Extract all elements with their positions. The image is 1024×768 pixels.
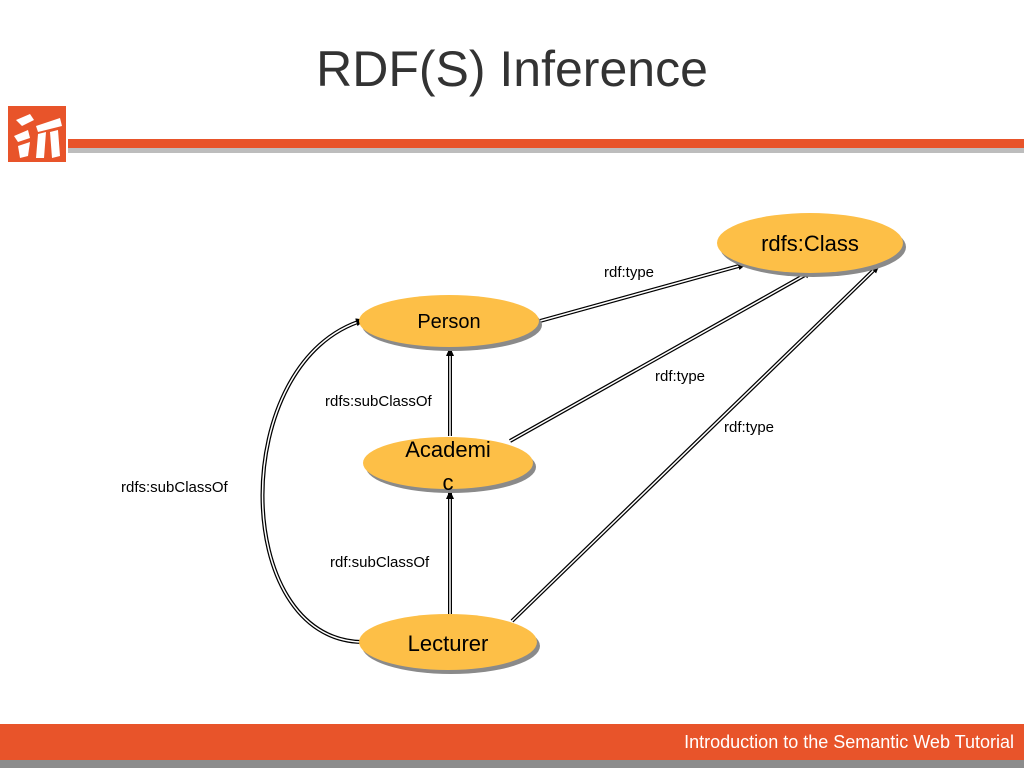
slide-title: RDF(S) Inference — [316, 41, 708, 97]
node-label-rdfs-class: rdfs:Class — [761, 231, 859, 256]
logo-icon — [8, 106, 66, 162]
header-rule-gray — [68, 148, 1024, 153]
edge-lecturer-subclass-person — [260, 318, 365, 644]
node-academic: Academi c — [363, 437, 536, 495]
edge-label-person-type: rdf:type — [604, 264, 654, 281]
node-person: Person — [359, 295, 542, 351]
node-rdfs-class: rdfs:Class — [717, 213, 906, 277]
node-label-academic-line1: Academi — [405, 437, 491, 462]
node-label-academic-line2: c — [443, 470, 454, 495]
header-rule-orange — [68, 139, 1024, 148]
node-lecturer: Lecturer — [359, 614, 540, 674]
edge-label-lecturer-type: rdf:type — [724, 419, 774, 436]
edge-label-academic-subclass: rdfs:subClassOf — [325, 393, 433, 410]
edge-lecturer-type-class — [510, 263, 881, 623]
footer-title: Introduction to the Semantic Web Tutoria… — [684, 732, 1014, 752]
edge-label-academic-type: rdf:type — [655, 368, 705, 385]
node-label-lecturer: Lecturer — [408, 631, 489, 656]
node-label-person: Person — [417, 311, 480, 333]
edge-label-lecturer-person-subclass: rdfs:subClassOf — [121, 479, 229, 496]
footer-rule-gray — [0, 760, 1024, 768]
edge-academic-type-class — [509, 269, 813, 443]
edge-person-type-class — [539, 262, 747, 323]
edge-label-lecturer-subclass: rdf:subClassOf — [330, 554, 430, 571]
footer-bar — [0, 724, 1024, 760]
